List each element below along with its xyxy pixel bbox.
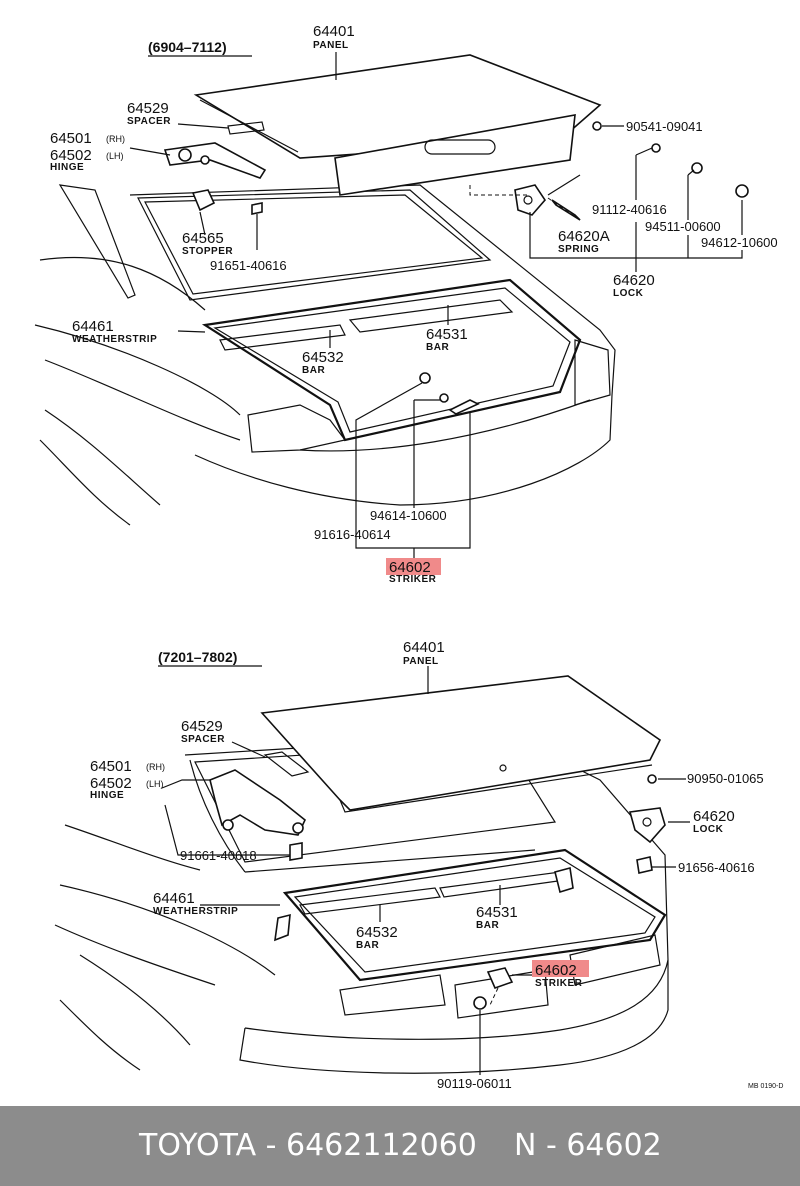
bottom-part-64529-name: SPACER (181, 734, 225, 745)
top-part-64620A-name: SPRING (558, 244, 599, 255)
bottom-part-64461-name: WEATHERSTRIP (153, 906, 238, 917)
top-bolt-91616-icon (419, 372, 431, 384)
top-part-64602-number: 64602 (389, 559, 431, 576)
top-part-64620-name: LOCK (613, 288, 644, 299)
top-bolt-icon (251, 202, 263, 250)
top-spring-icon (547, 174, 581, 221)
top-part-64531-name: BAR (426, 342, 449, 353)
bottom-part-64502-suffix: (LH) (146, 779, 164, 789)
footer-bar: TOYOTA - 6462112060 N - 64602 (0, 1106, 800, 1186)
top-part-64502-name: HINGE (50, 162, 84, 173)
top-part-64602-name: STRIKER (389, 574, 437, 585)
bottom-part-64502-name: HINGE (90, 790, 124, 801)
bottom-part-64531-number: 64531 (476, 904, 518, 921)
bottom-part-64502-number: 64502 (90, 775, 132, 792)
top-part-64565-number: 64565 (182, 230, 224, 247)
bottom-part-64602-name: STRIKER (535, 978, 583, 989)
top-part-91651-number: 91651-40616 (210, 258, 287, 273)
top-lock-icon (514, 184, 547, 216)
top-part-91616-number: 91616-40614 (314, 527, 391, 542)
bottom-part-64501-number: 64501 (90, 758, 132, 775)
bottom-part-90119-number: 90119-06011 (437, 1076, 512, 1091)
top-stopper-icon (191, 189, 216, 212)
top-part-64529-number: 64529 (127, 100, 169, 117)
top-part-64532-name: BAR (302, 365, 325, 376)
bottom-period-label: (7201–7802) (158, 649, 237, 665)
bottom-part-64501-suffix: (RH) (146, 762, 165, 772)
top-period-label: (6904–7112) (148, 39, 227, 55)
top-washer-94612-icon (735, 184, 749, 198)
footer-brand-part-number: TOYOTA - 6462112060 (139, 1128, 477, 1163)
bottom-part-64461-number: 64461 (153, 890, 195, 907)
top-part-90541-number: 90541-09041 (626, 119, 703, 134)
top-part-64531-number: 64531 (426, 326, 468, 343)
top-part-94614-number: 94614-10600 (370, 508, 447, 523)
bottom-part-64401-name: PANEL (403, 656, 439, 667)
bottom-part-64531-name: BAR (476, 920, 499, 931)
top-part-64501-suffix: (RH) (106, 134, 125, 144)
bottom-part-64529-number: 64529 (181, 718, 223, 735)
top-part-64401-name: PANEL (313, 40, 349, 51)
top-part-64502-suffix: (LH) (106, 151, 124, 161)
top-part-64532-number: 64532 (302, 349, 344, 366)
bottom-labels: (7201–7802) 64401 PANEL 64529 SPACER 645… (90, 639, 783, 1091)
top-screw-91112-icon (651, 143, 661, 153)
bottom-bumper-90950-icon (647, 774, 657, 784)
top-part-64461-number: 64461 (72, 318, 114, 335)
bottom-bolt-91656-icon (636, 856, 653, 874)
top-leader-lines (129, 52, 743, 562)
top-labels: (6904–7112) 64401 PANEL 64529 SPACER 645… (50, 23, 778, 585)
bottom-leader-lines (161, 666, 690, 1075)
top-trunk-opening (201, 278, 582, 442)
top-hinge (163, 142, 267, 179)
bottom-striker-highlight (532, 960, 589, 977)
top-part-64501-number: 64501 (50, 130, 92, 147)
bottom-part-91661-number: 91661-40618 (180, 848, 257, 863)
top-part-64461-name: WEATHERSTRIP (72, 334, 157, 345)
bottom-trunk-lid (260, 675, 662, 813)
top-part-64502-number: 64502 (50, 147, 92, 164)
bottom-part-64532-number: 64532 (356, 924, 398, 941)
footer-reference-number: N - 64602 (514, 1128, 662, 1163)
top-diagram: (6904–7112) 64401 PANEL 64529 SPACER 645… (34, 23, 778, 585)
bottom-part-64620-name: LOCK (693, 824, 724, 835)
top-trunk-lid (193, 54, 602, 196)
top-part-64620A-number: 64620A (558, 228, 610, 245)
bottom-part-64401-number: 64401 (403, 639, 445, 656)
bottom-striker-icon (473, 967, 514, 1010)
top-part-94511-number: 94511-00600 (645, 219, 721, 234)
top-part-64401-number: 64401 (313, 23, 355, 40)
bottom-part-64620-number: 64620 (693, 808, 735, 825)
bottom-hinge (209, 769, 306, 861)
top-part-64620-number: 64620 (613, 272, 655, 289)
top-part-91112-number: 91112-40616 (592, 202, 667, 217)
top-screw-90541-icon (592, 121, 602, 131)
top-part-64529-name: SPACER (127, 116, 171, 127)
top-rear-window (137, 189, 492, 301)
bottom-part-90950-number: 90950-01065 (687, 771, 764, 786)
bottom-part-91656-number: 91656-40616 (678, 860, 755, 875)
bottom-part-64602-number: 64602 (535, 962, 577, 979)
catalog-code: MB 0190-D (748, 1083, 783, 1090)
parts-diagram: (6904–7112) 64401 PANEL 64529 SPACER 645… (34, 23, 783, 1091)
top-striker-icon (448, 399, 480, 415)
top-car-body (34, 184, 616, 526)
bottom-lock-icon (628, 807, 666, 844)
top-nut-94511-icon (691, 162, 703, 174)
bottom-trunk-opening (274, 848, 667, 982)
top-striker-highlight (386, 558, 441, 575)
bottom-part-64532-name: BAR (356, 940, 379, 951)
top-washer-94614-icon (439, 393, 449, 403)
bottom-diagram: (7201–7802) 64401 PANEL 64529 SPACER 645… (54, 639, 783, 1091)
top-part-94612-number: 94612-10600 (701, 235, 778, 250)
top-part-64565-name: STOPPER (182, 246, 233, 257)
